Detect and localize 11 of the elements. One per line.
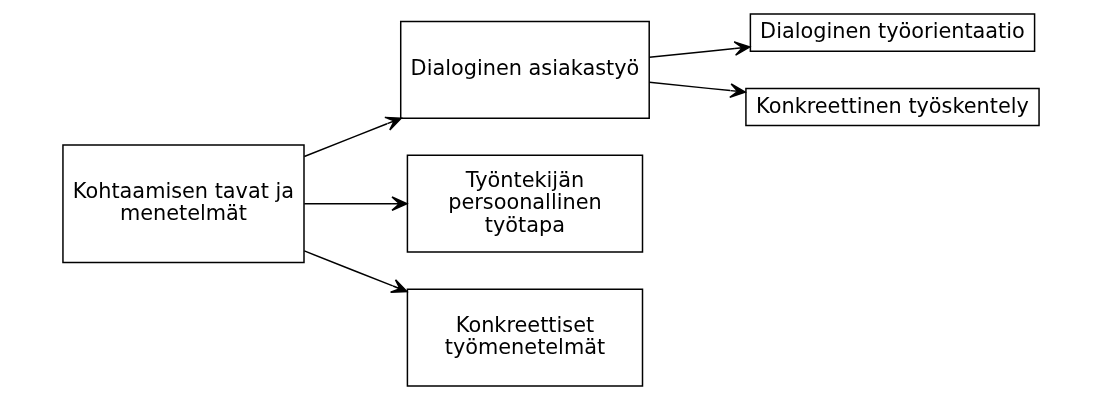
arrow [648, 41, 751, 58]
arrow [648, 81, 747, 99]
arrow [303, 250, 408, 294]
node-box: Konkreettiset työmenetelmät [406, 288, 644, 387]
arrow [303, 196, 408, 212]
node-box: Kohtaamisen tavat ja menetelmät [62, 144, 305, 264]
node-box: Konkreettinen työskentely [745, 87, 1040, 127]
node-box: Dialoginen työorientaatio [749, 13, 1036, 52]
arrow [303, 116, 402, 158]
node-box: Työntekijän persoonallinen työtapa [406, 154, 644, 253]
node-box: Dialoginen asiakastyö [399, 20, 650, 119]
